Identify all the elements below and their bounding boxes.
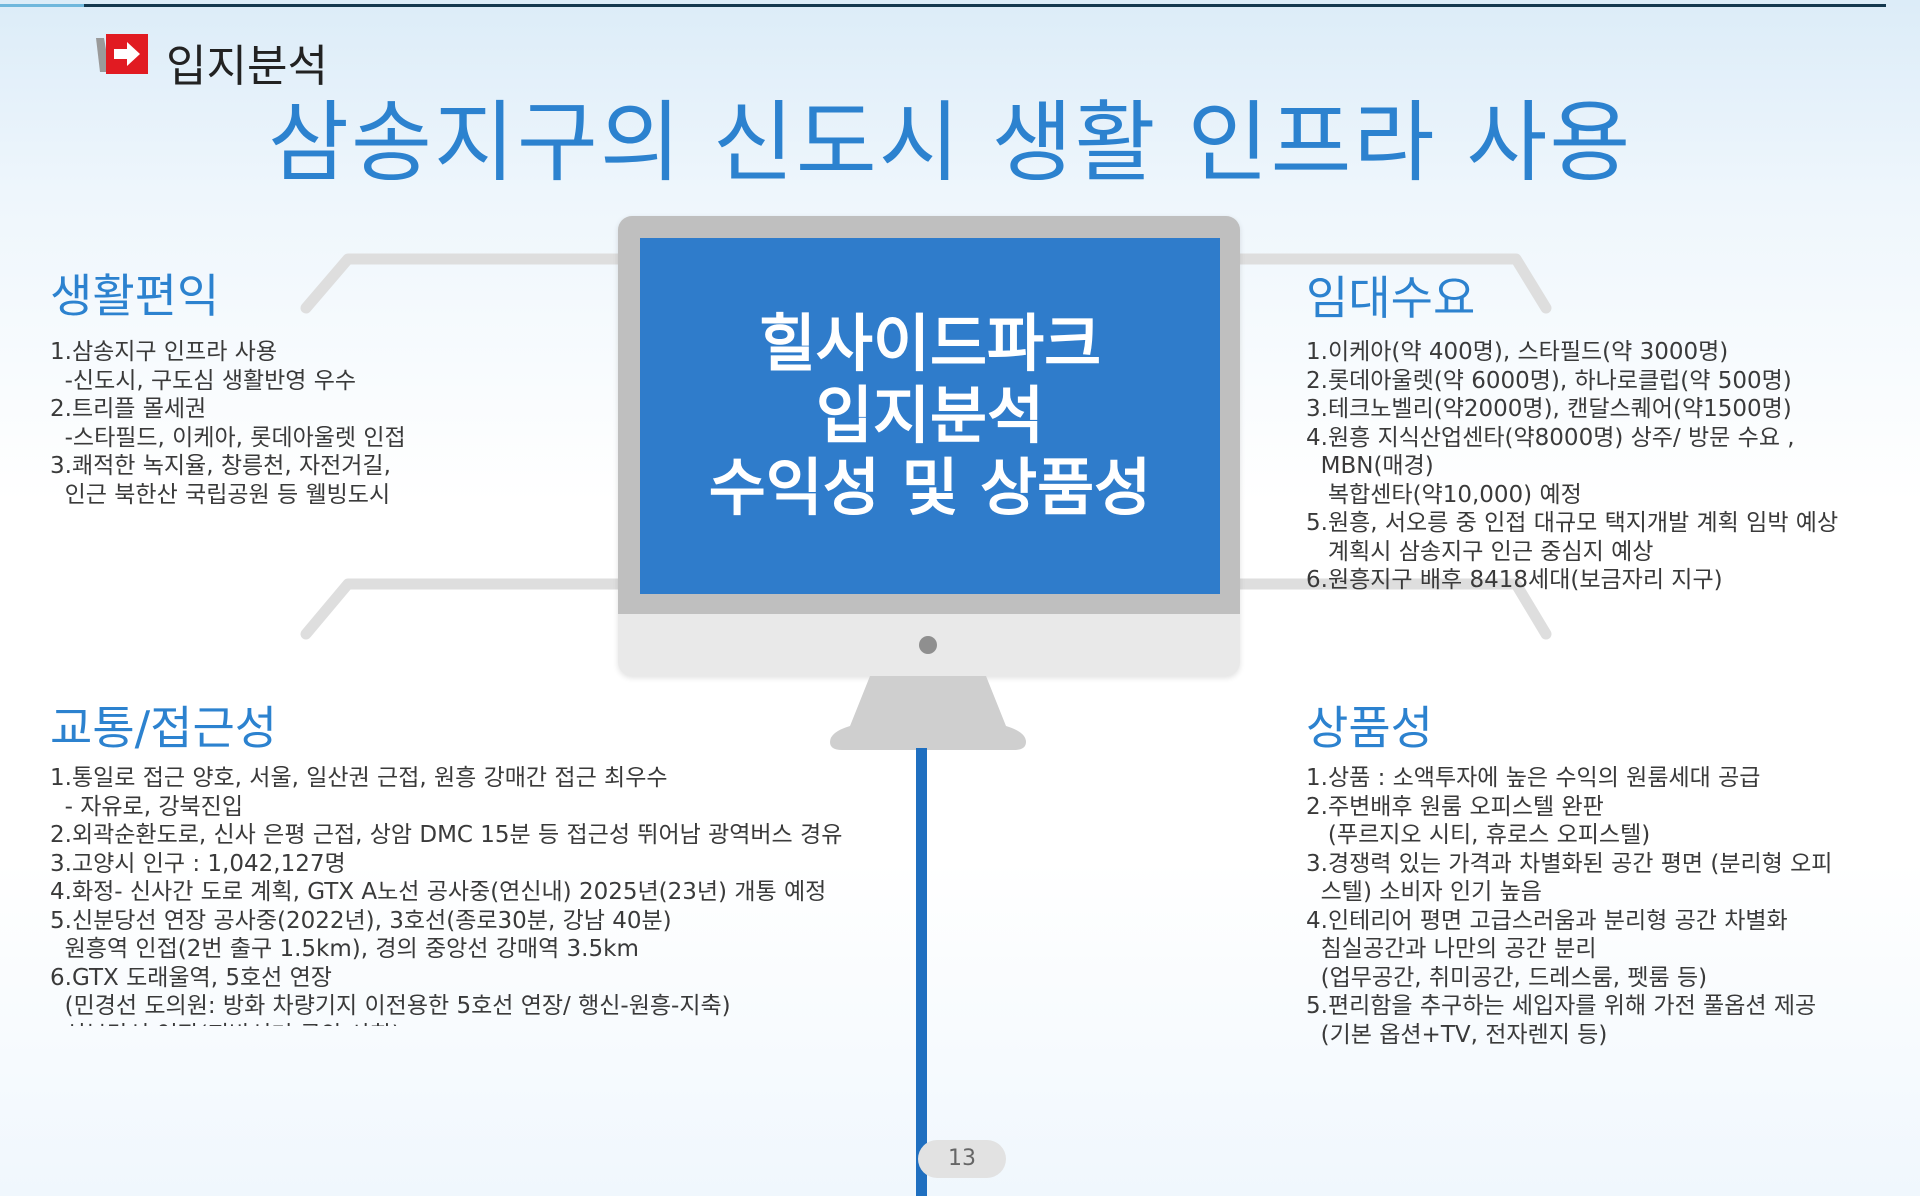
screen-line-3: 수익성 및 상품성 [708, 451, 1152, 524]
section-label: 입지분석 [166, 41, 328, 92]
body-traffic: 1.통일로 접근 양호, 서울, 일산권 근접, 원흥 강매간 접근 최우수 -… [50, 765, 843, 1026]
heading-product: 상품성 [1306, 701, 1433, 755]
heading-traffic: 교통/접근성 [50, 701, 278, 755]
page-title: 삼송지구의 신도시 생활 인프라 사용 [268, 91, 1633, 194]
page-number: 13 [918, 1140, 1006, 1178]
monitor-pole [916, 748, 927, 1196]
screen-line-2: 입지분석 [815, 379, 1045, 452]
heading-living: 생활편익 [50, 269, 220, 323]
heading-rental: 임대수요 [1306, 271, 1476, 325]
monitor-stand [830, 676, 1026, 750]
screen-line-1: 힐사이드파크 [758, 307, 1102, 380]
top-rule [0, 4, 1886, 7]
body-product: 1.상품 : 소액투자에 높은 수익의 원룸세대 공급 2.주변배후 원룸 오피… [1306, 765, 1833, 1048]
monitor-camera-dot [919, 636, 937, 654]
monitor-screen: 힐사이드파크 입지분석 수익성 및 상품성 [640, 238, 1220, 594]
body-rental: 1.이케아(약 400명), 스타필드(약 3000명) 2.롯데아울렛(약 6… [1306, 339, 1839, 591]
arrow-logo-icon [96, 34, 148, 74]
body-living: 1.삼송지구 인프라 사용 -신도시, 구도심 생활반영 우수 2.트리플 몰세… [50, 339, 406, 508]
